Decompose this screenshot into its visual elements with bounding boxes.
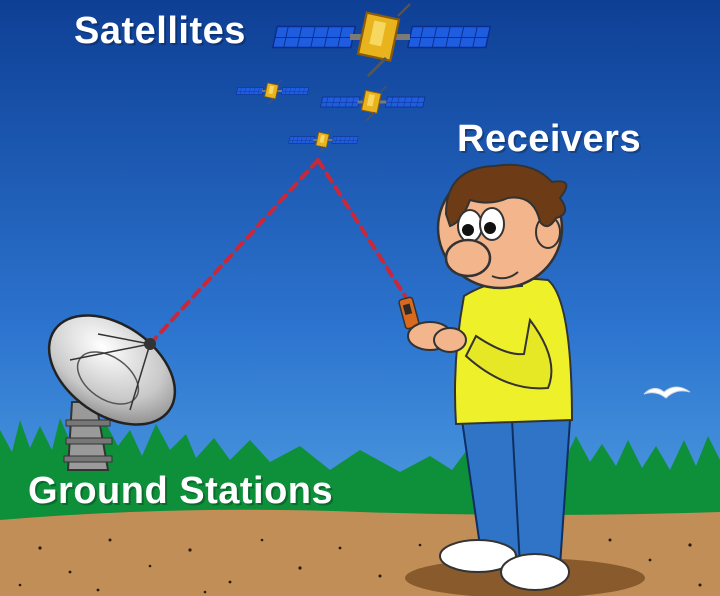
ground-stations-label: Ground Stations [28, 470, 334, 512]
signal-lines [150, 158, 407, 344]
satellites-label: Satellites [74, 10, 246, 52]
person-illustration [398, 163, 574, 591]
satellite-dish-icon [47, 314, 177, 471]
bird-icon [643, 386, 691, 399]
ground-speckles [18, 538, 702, 594]
receivers-label: Receivers [457, 118, 642, 160]
